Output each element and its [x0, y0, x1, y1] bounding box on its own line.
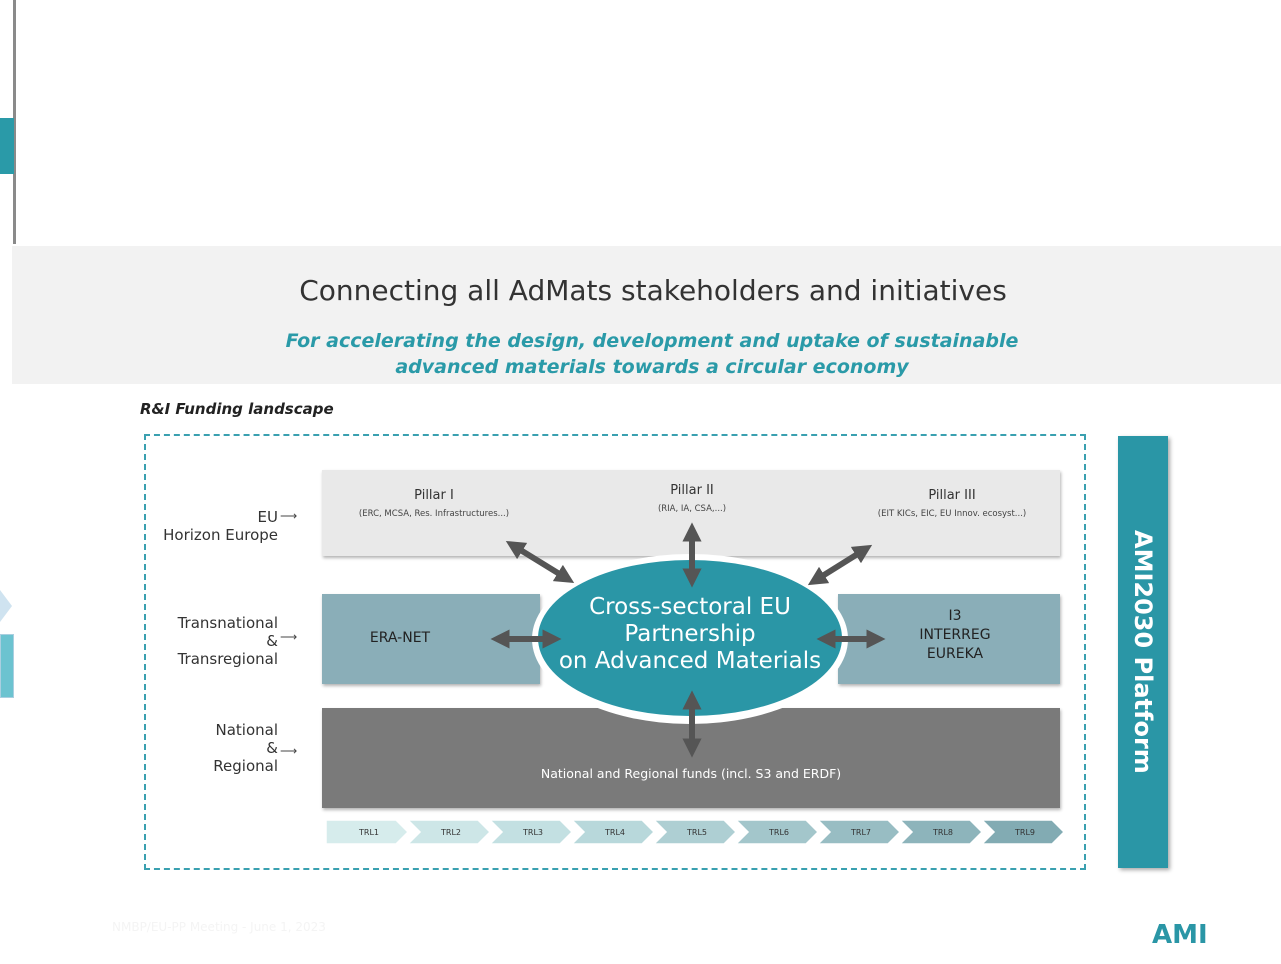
era-net-label: ERA-NET	[369, 630, 431, 646]
footer-text: NMBP/EU-PP Meeting - June 1, 2023	[112, 920, 326, 934]
partnership-line-2: Partnership	[624, 621, 756, 647]
slide-subtitle: For accelerating the design, development…	[260, 328, 1044, 380]
subtitle-line-2: advanced materials towards a circular ec…	[395, 356, 909, 378]
pillar-1-sub: (ERC, MCSA, Res. Infrastructures...)	[358, 509, 510, 519]
row-label-eu-line1: EU	[257, 508, 278, 526]
pillar-1-name: Pillar I	[414, 488, 454, 503]
pillar-3-name: Pillar III	[928, 488, 976, 503]
trl-label-8: TRL8	[932, 828, 953, 837]
row-label-trans-line1: Transnational	[177, 614, 278, 632]
trl-chevron-3	[488, 819, 574, 845]
row-label-trans-line2: &	[266, 632, 278, 650]
trl-label-7: TRL7	[850, 828, 871, 837]
row-label-nat-line2: &	[266, 739, 278, 757]
trl-chevron-9	[980, 819, 1066, 845]
pillar-2-sub: (RIA, IA, CSA,...)	[657, 504, 727, 514]
trl-chevron-2	[406, 819, 492, 845]
arrow-pillar3-icon	[807, 544, 873, 586]
trl-label-4: TRL4	[604, 828, 625, 837]
platform-label: AMI2030 Platform	[1129, 530, 1157, 774]
partnership-label: Cross-sectoral EU Partnership on Advance…	[538, 594, 842, 675]
trl-label-9: TRL9	[1014, 828, 1035, 837]
trl-chevron-4	[570, 819, 656, 845]
platform-bar	[1118, 436, 1168, 868]
previous-slide-tab	[0, 118, 14, 174]
platform-label-wrap: AMI2030 Platform	[1118, 436, 1168, 868]
previous-slide-chevron	[0, 590, 12, 622]
section-label: R&I Funding landscape	[140, 400, 334, 418]
national-funds-label: National and Regional funds (incl. S3 an…	[540, 766, 842, 781]
header-band	[12, 246, 1281, 384]
pillar-3: Pillar III (EIT KICs, EIC, EU Innov. eco…	[850, 488, 1054, 519]
subtitle-line-1: For accelerating the design, development…	[285, 330, 1019, 352]
trl-label-3: TRL3	[522, 828, 543, 837]
row-label-nat-line1: National	[215, 721, 278, 739]
trl-label-5: TRL5	[686, 828, 707, 837]
interreg-labels: I3 INTERREG EUREKA	[890, 607, 1020, 664]
funding-landscape-frame	[144, 434, 1086, 870]
row-label-trans-line3: Transregional	[177, 650, 278, 668]
national-arrow-icon: ⟶	[280, 744, 298, 758]
interreg-label-2: INTERREG	[919, 627, 991, 643]
pillar-3-sub: (EIT KICs, EIC, EU Innov. ecosyst...)	[877, 509, 1027, 519]
trl-scale: TRL1 TRL2 TRL3 TRL4 TRL5 TRL6 TRL7 TRL8 TRL9	[325, 819, 1066, 845]
partnership-line-1: Cross-sectoral EU	[589, 594, 791, 620]
slide-title: Connecting all AdMats stakeholders and i…	[299, 274, 1007, 307]
row-label-eu: EU Horizon Europe	[150, 508, 278, 544]
trl-chevron-1	[325, 819, 410, 845]
interreg-label-1: I3	[948, 608, 962, 624]
trl-label-6: TRL6	[768, 828, 789, 837]
trl-label-2: TRL2	[440, 828, 461, 837]
pillar-2: Pillar II (RIA, IA, CSA,...)	[612, 483, 772, 514]
row-label-eu-line2: Horizon Europe	[163, 526, 278, 544]
partnership-line-3: on Advanced Materials	[558, 648, 822, 674]
row-label-national: National & Regional	[150, 721, 278, 775]
eu-arrow-icon: ⟶	[280, 509, 298, 523]
previous-slide-box	[0, 634, 14, 698]
transnational-arrow-icon: ⟶	[280, 630, 298, 644]
pillar-1: Pillar I (ERC, MCSA, Res. Infrastructure…	[336, 488, 532, 519]
pillar-2-name: Pillar II	[670, 483, 714, 498]
row-label-transnational: Transnational & Transregional	[150, 614, 278, 668]
ami-logo: AMI	[1152, 920, 1208, 950]
trl-chevron-8	[898, 819, 984, 845]
interreg-label-3: EUREKA	[926, 646, 984, 662]
row-label-nat-line3: Regional	[213, 757, 278, 775]
arrow-pillar1-icon	[505, 540, 575, 584]
trl-label-1: TRL1	[358, 828, 379, 837]
trl-chevron-7	[816, 819, 902, 845]
trl-chevron-5	[652, 819, 738, 845]
trl-chevron-6	[734, 819, 820, 845]
